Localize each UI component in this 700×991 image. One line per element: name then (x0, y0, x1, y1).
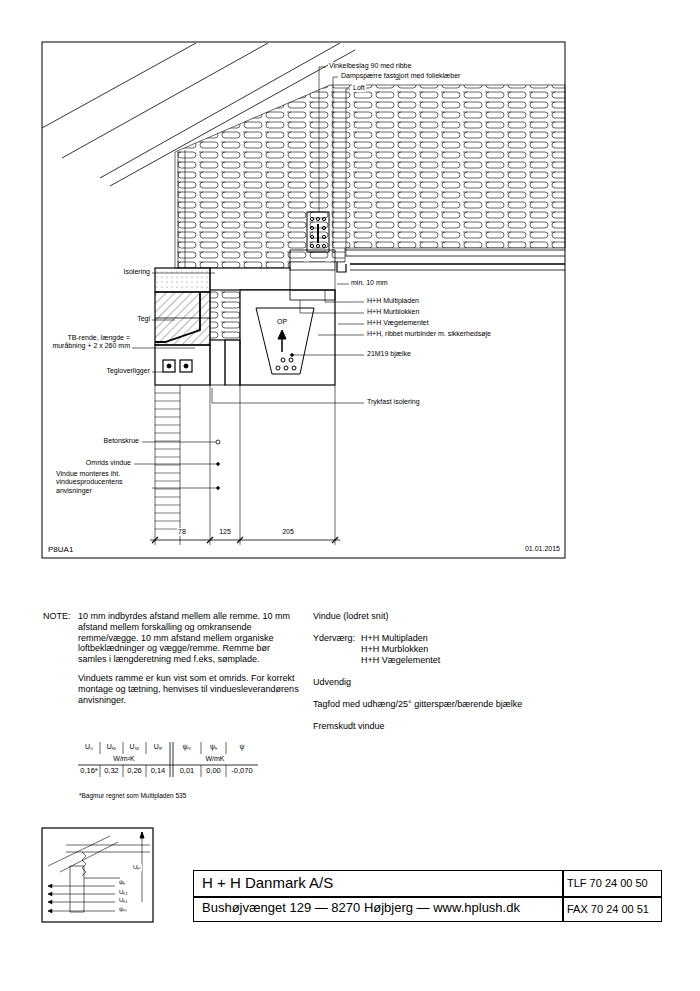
info-text: Fremskudt vindue (312, 721, 386, 732)
table-header: ψₖ (209, 743, 218, 751)
drawing-date: 01.01.2015 (524, 545, 561, 553)
table-unit: W/mK (204, 755, 225, 763)
table-header: ψ (239, 743, 246, 751)
direction-mark: OP (276, 318, 288, 326)
contact-number: FAX 70 24 00 51 (567, 903, 649, 915)
table-unit: W/m²K (112, 755, 135, 763)
callout-label: Trykfast isolering (366, 398, 421, 406)
footnote: *Bagmur regnet som Multipladen 535 (78, 792, 187, 800)
dimension-label: 125 (218, 528, 232, 536)
callout-label: Tegloverligger (105, 367, 151, 375)
info-text: Udvendig (312, 677, 352, 688)
icon-label: Uₖᵣ (132, 864, 142, 871)
note-text: Vinduets ramme er kun vist som et omrids… (77, 673, 301, 705)
callout-label: Isolering (123, 268, 151, 276)
dimension-label: 205 (281, 528, 295, 536)
table-value: -0,070 (230, 766, 253, 775)
callout-label: Betonskrue (103, 437, 140, 445)
table-header: U₀ (84, 743, 94, 751)
note-heading: NOTE: (42, 611, 72, 622)
icon-label: ψₖ (118, 879, 126, 886)
callout-label: Loft (352, 84, 366, 92)
table-value: 0,26 (126, 766, 143, 775)
title-block: H + H Danmark A/S Bushøjvænget 129 — 8270… (193, 870, 662, 922)
divider-line (194, 896, 661, 898)
contact-number: TLF 70 24 00 50 (567, 877, 648, 889)
callout-label: H+H Vægelementet (366, 319, 430, 327)
info-text: H+H Multipladen (360, 633, 429, 644)
info-text: Vindue (lodret snit) (312, 611, 389, 622)
callout-label: 21M19 bjælke (366, 350, 412, 358)
callout-label: H+H Murblokken (366, 308, 420, 316)
info-text: Yderværg: (312, 633, 356, 644)
icon-label: Uₖ₂ (118, 889, 129, 896)
company-address: Bushøjvænget 129 — 8270 Højbjerg — www.h… (202, 901, 520, 915)
company-name: H + H Danmark A/S (202, 875, 333, 892)
drawing-number: P8UA1 (47, 545, 74, 555)
icon-label: ψₘ (118, 906, 128, 913)
info-text: Tagfod med udhæng/25° gitterspær/bærende… (312, 699, 523, 710)
table-value: 0,32 (103, 766, 120, 775)
table-header: Uₖ₁ (106, 743, 117, 751)
table-value: 0,14 (150, 766, 167, 775)
info-text: H+H Murblokken (360, 644, 429, 655)
icon-label: Uₖ₁ (118, 897, 128, 904)
table-value: 0,01 (179, 766, 196, 775)
table-value: 0,00 (205, 766, 222, 775)
table-header: Uₖ₂ (129, 743, 141, 751)
callout-label: H+H Multipladen (366, 297, 420, 305)
dimension-label: 78 (177, 528, 187, 536)
callout-label: H+H, ribbet murbinder m. sikkerhedsøje (366, 330, 492, 338)
dimension-label: min. 10 mm (350, 279, 389, 287)
callout-label: Vindue monteres iht. vinduesproducentens… (55, 470, 152, 495)
table-value: 0,16* (79, 766, 99, 775)
callout-label: TB-rende, længde = muråbning + 2 x 260 m… (49, 334, 131, 351)
callout-label: Tegl (136, 315, 151, 323)
info-text: H+H Vægelementet (360, 655, 441, 666)
callout-label: Omrids vindue (85, 459, 132, 467)
table-header: Uₖᵣ (153, 743, 164, 751)
callout-label: Vinkelbeslag 90 med ribbe (328, 62, 412, 70)
table-header: ψₘ (182, 743, 193, 751)
note-text: 10 mm indbyrdes afstand mellem alle remm… (77, 611, 301, 665)
callout-label: Dampspærre fastgjort med folieklæber (340, 72, 461, 80)
